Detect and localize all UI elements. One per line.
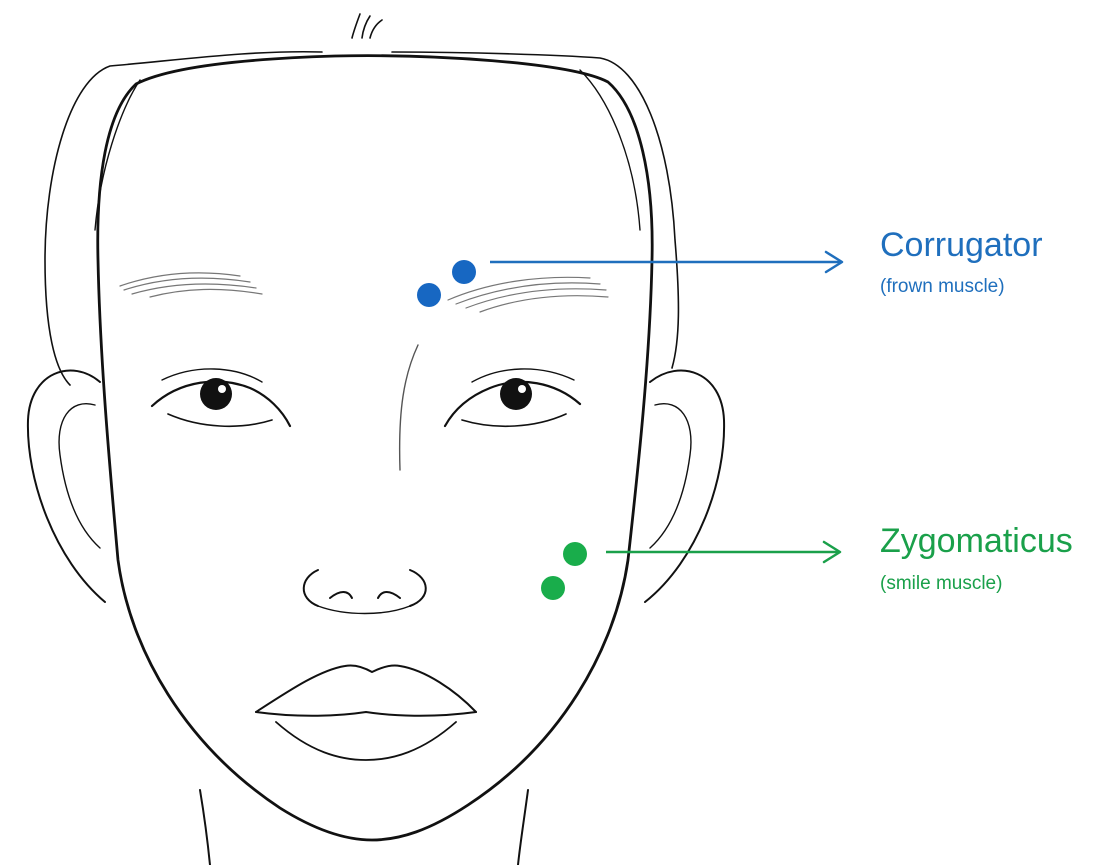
nose-bridge xyxy=(400,345,418,470)
zygomaticus-dot-upper xyxy=(563,542,587,566)
corrugator-label: Corrugator xyxy=(880,228,1043,262)
corrugator-markers xyxy=(417,252,842,307)
zygomaticus-sublabel: (smile muscle) xyxy=(880,574,1002,593)
face-outline xyxy=(98,56,652,840)
corrugator-dot-upper xyxy=(452,260,476,284)
corrugator-dot-lower xyxy=(417,283,441,307)
neck-left xyxy=(200,790,210,865)
zygomaticus-dot-lower xyxy=(541,576,565,600)
right-eye xyxy=(445,369,580,426)
right-eyebrow xyxy=(448,277,608,312)
nose xyxy=(304,570,426,614)
neck-right xyxy=(518,790,528,865)
hair-strands xyxy=(352,14,382,38)
right-ear-inner xyxy=(650,404,691,548)
hair-side-left xyxy=(95,80,140,230)
hair-outline-left xyxy=(45,52,322,385)
hair-outline-right xyxy=(392,52,678,368)
left-eye xyxy=(152,369,290,426)
corrugator-sublabel: (frown muscle) xyxy=(880,277,1005,296)
mouth xyxy=(256,665,476,760)
hair-side-right xyxy=(580,70,640,230)
zygomaticus-label: Zygomaticus xyxy=(880,524,1073,558)
left-ear-inner xyxy=(59,404,100,548)
left-eyebrow xyxy=(120,273,262,297)
zygomaticus-markers xyxy=(541,542,840,600)
